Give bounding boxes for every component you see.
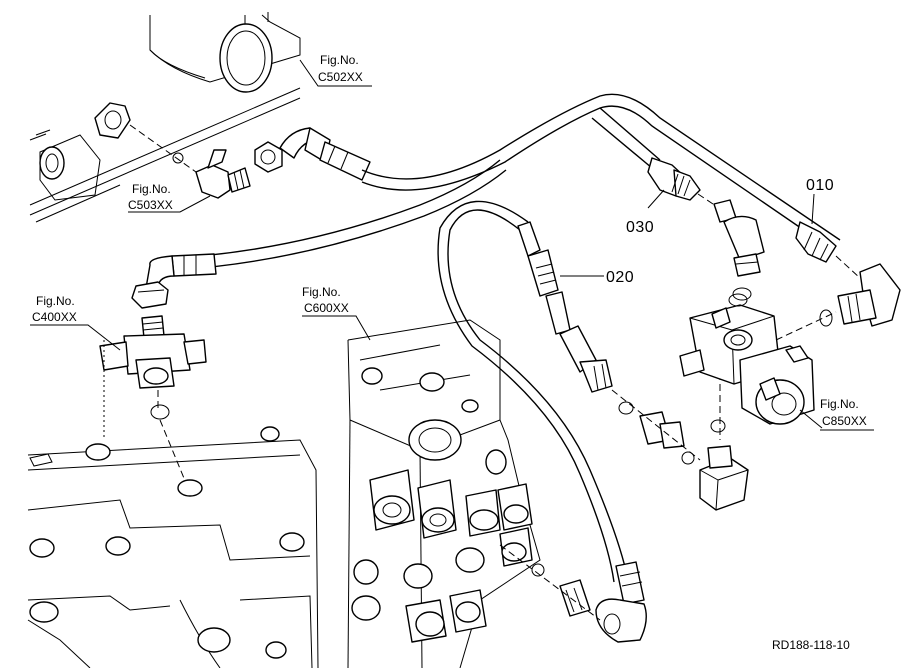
callout-c502-line2: C502XX [318, 70, 363, 84]
tee-fitting-c503 [129, 124, 251, 199]
callout-c600: Fig.No. C600XX [302, 285, 349, 315]
callout-c400: Fig.No. C400XX [32, 294, 77, 324]
nut-fitting [94, 102, 131, 139]
elbow-fitting-030 [697, 193, 765, 301]
cylinder-assembly [149, 12, 301, 93]
elbow-fitting-010 [775, 263, 901, 341]
callout-c502: Fig.No. C502XX [318, 53, 363, 84]
callout-c850-line2: C850XX [822, 414, 867, 428]
leader-lines [30, 59, 874, 431]
hose-010 [795, 221, 861, 279]
callout-c503: Fig.No. C503XX [128, 182, 173, 212]
tee-fitting-c400 [99, 315, 207, 489]
hose-020 [437, 200, 701, 583]
elbow-fitting-top [254, 127, 371, 181]
callout-c850: Fig.No. C850XX [820, 397, 867, 428]
callout-c850-line1: Fig.No. [820, 397, 859, 411]
callout-c600-line2: C600XX [304, 301, 349, 315]
control-valve-c600 [347, 319, 541, 668]
hose-to-c400 [131, 159, 507, 309]
callout-c503-line2: C503XX [128, 198, 173, 212]
transmission-housing [27, 426, 319, 668]
hose-020-lower-end [499, 544, 647, 643]
callout-c400-line1: Fig.No. [36, 294, 75, 308]
callout-c400-line2: C400XX [32, 310, 77, 324]
part-number-020: 020 [606, 269, 634, 286]
callout-c503-line1: Fig.No. [132, 182, 171, 196]
block-fitting [699, 340, 749, 511]
hose-030 [591, 107, 701, 201]
callout-c502-line1: Fig.No. [320, 53, 359, 67]
callout-c600-line1: Fig.No. [302, 285, 341, 299]
drawing-reference: RD188-118-10 [772, 638, 850, 652]
frame-rail [29, 87, 301, 223]
part-number-010: 010 [806, 177, 834, 194]
valve-port-fittings [351, 469, 533, 643]
part-number-030: 030 [626, 219, 654, 236]
solenoid-valve-c850 [679, 293, 815, 425]
hose-main-top [361, 93, 841, 249]
